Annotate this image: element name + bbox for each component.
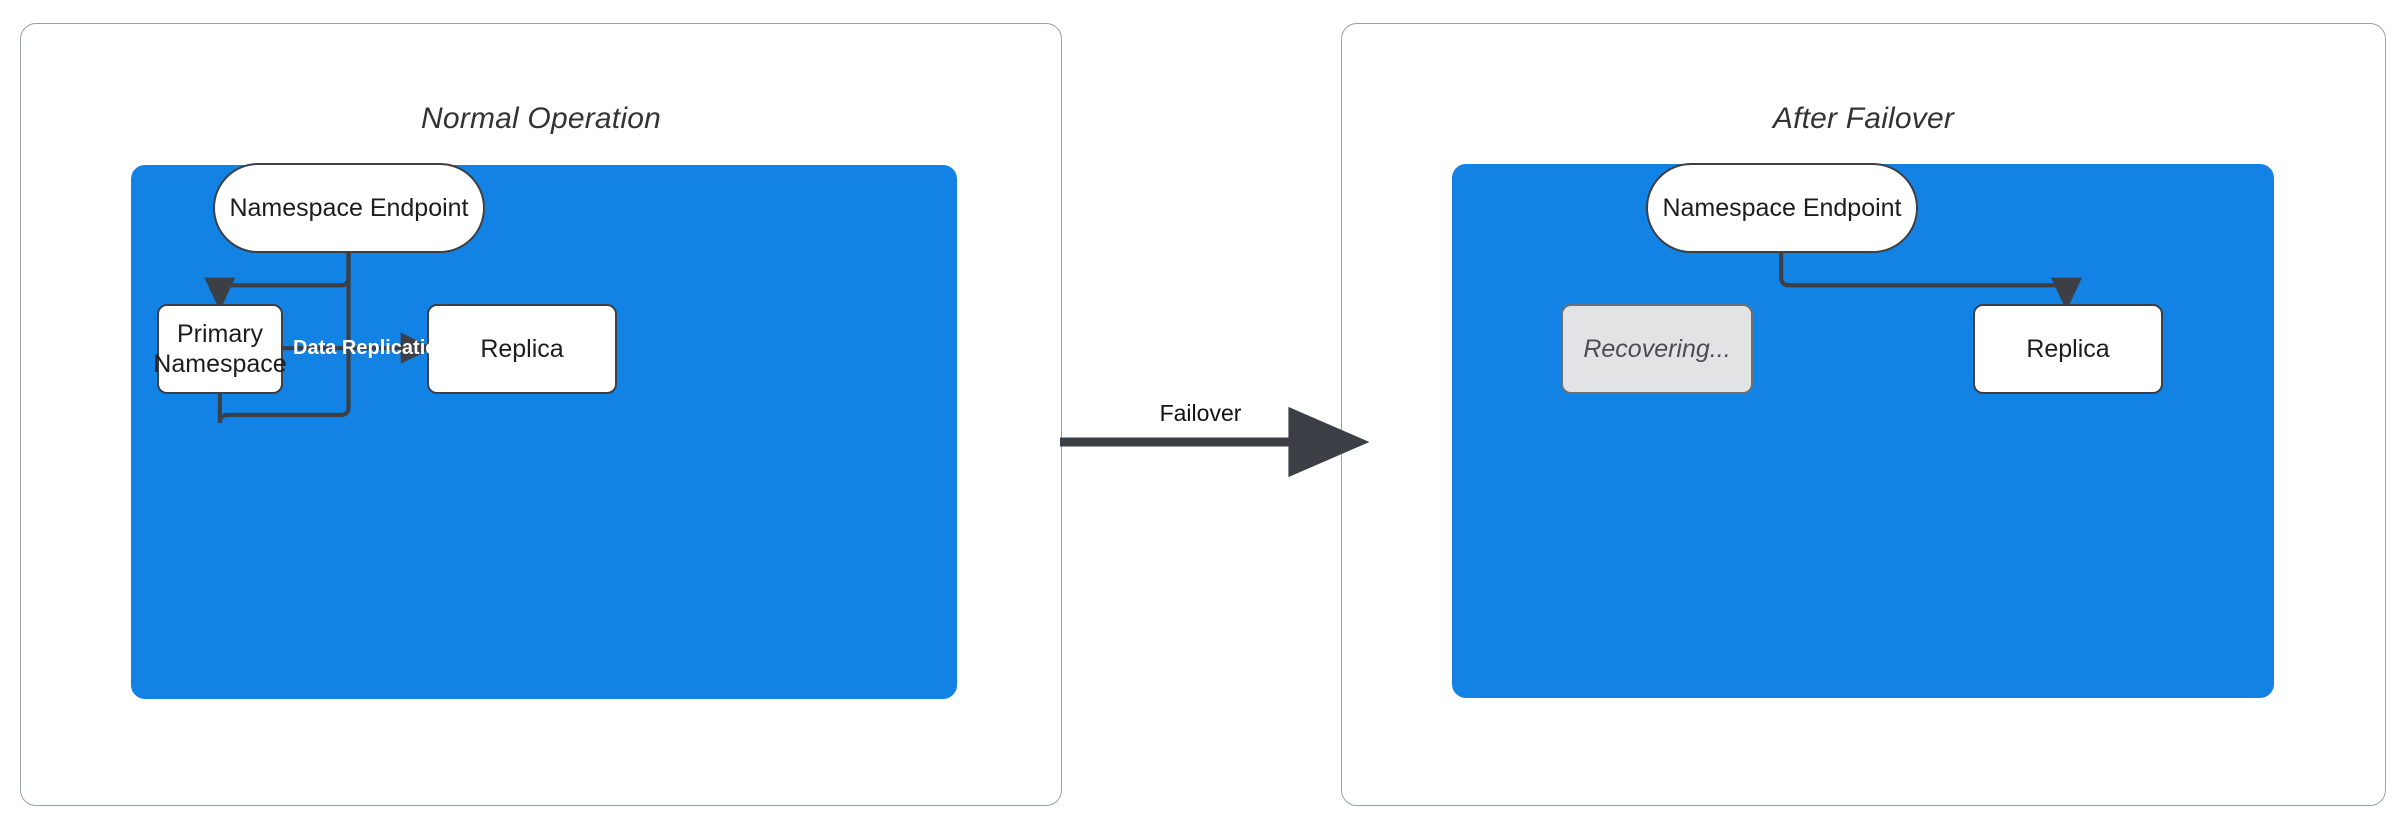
node-recovering[interactable]: Recovering... — [1561, 304, 1753, 394]
node-replica-primary-site[interactable]: Replica — [427, 304, 617, 394]
failover-arrow-label: Failover — [1159, 400, 1242, 426]
node-label: Namespace Endpoint — [1662, 193, 1902, 222]
node-label-line2: Namespace — [153, 350, 287, 378]
node-label: Primary Namespace — [153, 319, 286, 380]
node-label: Replica — [480, 334, 564, 363]
node-namespace-endpoint-primary[interactable]: Namespace Endpoint — [213, 163, 485, 253]
edge-label-data-replication: Data Replication — [293, 337, 450, 359]
panel-title-normal-operation: Normal Operation — [421, 102, 661, 135]
panel-after-failover: After Failover Namespace Endpoint Recove… — [1341, 23, 2386, 806]
panel-title-after-failover: After Failover — [1772, 102, 1955, 135]
failover-arrow — [1060, 406, 1370, 478]
node-primary-namespace[interactable]: Primary Namespace — [153, 304, 287, 394]
node-label: Namespace Endpoint — [229, 193, 469, 222]
node-replica-promoted[interactable]: Replica — [1973, 304, 2163, 394]
node-namespace-endpoint-failover[interactable]: Namespace Endpoint — [1646, 163, 1918, 253]
node-label-line1: Primary — [176, 319, 264, 348]
panel-normal-operation: Normal Operation Names — [20, 23, 1062, 806]
node-label: Recovering... — [1583, 334, 1731, 363]
node-label: Replica — [2026, 334, 2110, 363]
